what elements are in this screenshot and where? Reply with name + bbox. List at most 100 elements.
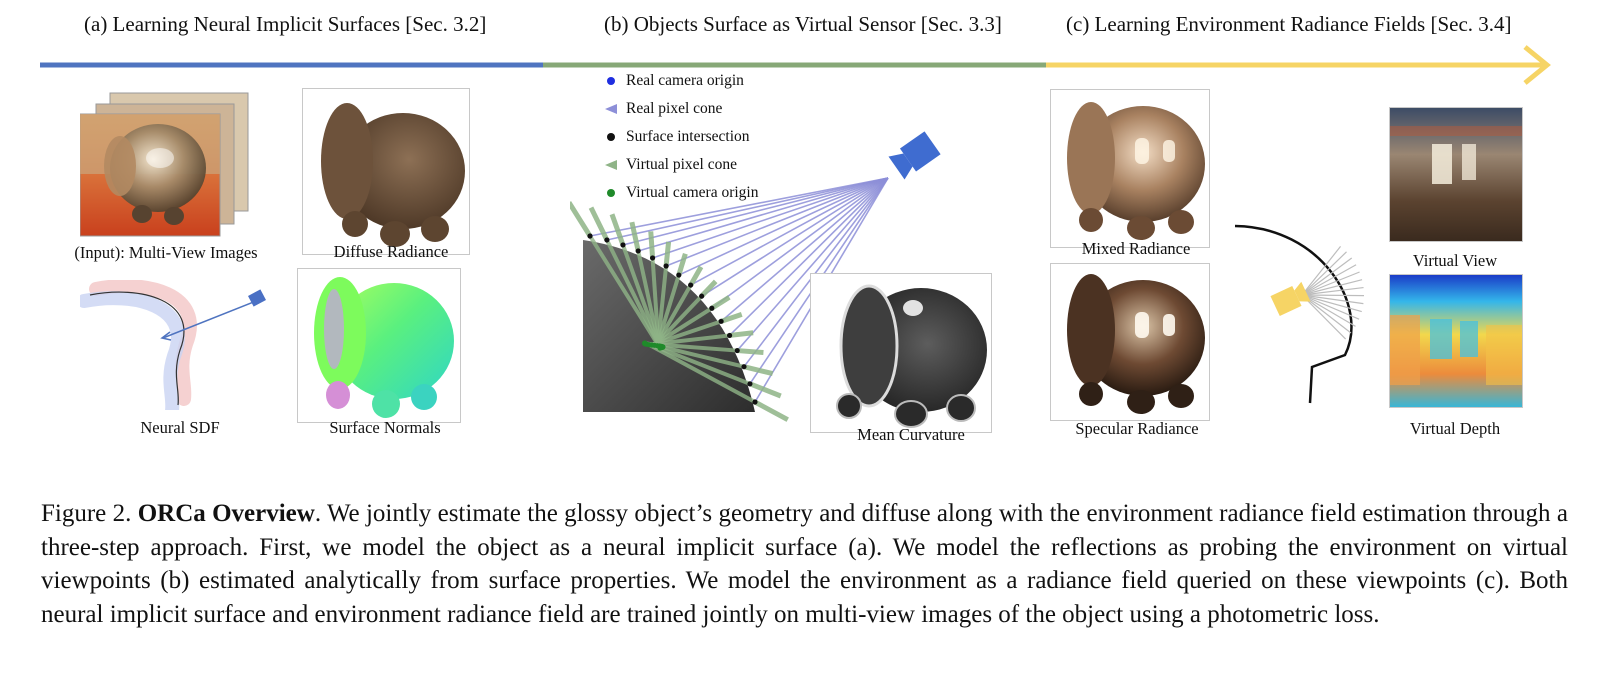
fan-ray	[1301, 279, 1363, 296]
virtual-ray	[729, 330, 754, 338]
intersection-dot	[676, 272, 682, 278]
virtual-ray	[748, 381, 782, 399]
virtual-view-rays	[1301, 246, 1365, 340]
virtual-camera-diagram	[1234, 224, 1365, 404]
legend-item: Real camera origin	[600, 67, 758, 95]
real-ray	[711, 177, 889, 309]
intersection-dot	[699, 293, 705, 299]
virtual-ray-back	[646, 341, 751, 386]
intersection-dot	[718, 318, 724, 324]
intersection-dot	[741, 364, 747, 370]
legend-label: Surface intersection	[626, 128, 750, 145]
mean-curvature-image	[810, 273, 992, 433]
intersection-dot	[649, 255, 656, 261]
virtual-ray	[710, 295, 731, 311]
surface-normals-image	[297, 268, 461, 423]
virtual-ray-back	[588, 234, 662, 350]
real-camera-icon	[888, 131, 941, 180]
caption-prefix: Figure 2.	[41, 500, 138, 527]
legend: Real camera origin Real pixel cone Surfa…	[600, 67, 758, 207]
virtual-ray	[737, 348, 764, 356]
fan-ray	[1301, 264, 1357, 296]
neural-sdf-label: Neural SDF	[140, 418, 220, 437]
mixed-radiance-label: Mixed Radiance	[1081, 239, 1191, 258]
fan-ray	[1301, 294, 1347, 340]
virtual-ray	[663, 241, 672, 267]
real-ray	[729, 177, 889, 337]
legend-item: Virtual camera origin	[600, 179, 758, 207]
legend-item: Surface intersection	[600, 123, 758, 151]
intersection-dot	[688, 282, 694, 288]
fan-ray	[1301, 294, 1362, 313]
mean-curvature-label: Mean Curvature	[857, 425, 965, 444]
legend-label: Virtual camera origin	[626, 184, 759, 201]
section-c-header: (c) Learning Environment Radiance Fields…	[1066, 12, 1512, 36]
virtual-ray	[570, 201, 593, 238]
virtual-ray-back	[651, 319, 722, 347]
camera-icon	[248, 289, 266, 307]
intersection-dot	[635, 248, 641, 254]
specular-radiance-label: Specular Radiance	[1075, 419, 1199, 438]
diffuse-radiance-label: Diffuse Radiance	[333, 242, 449, 261]
virtual-ray	[720, 311, 743, 324]
legend-label: Virtual pixel cone	[626, 156, 737, 173]
multi-view-images	[79, 92, 252, 237]
mixed-radiance-image	[1050, 89, 1210, 248]
fan-ray	[1301, 286, 1364, 296]
real-ray	[690, 177, 889, 286]
pipeline-arrow	[40, 45, 1551, 85]
neural-sdf-diagram	[77, 279, 280, 418]
diffuse-radiance-image	[302, 88, 470, 255]
figure-caption: Figure 2. ORCa Overview. We jointly esti…	[41, 497, 1568, 631]
virtual-ray	[609, 213, 626, 246]
legend-marker-icon	[600, 160, 622, 170]
virtual-ray-back	[650, 333, 730, 347]
surface-normals-label: Surface Normals	[329, 418, 441, 437]
virtual-ray	[699, 279, 718, 298]
fan-ray	[1301, 294, 1360, 320]
intersection-dot	[620, 242, 626, 248]
arrow-head	[1523, 45, 1551, 85]
fan-ray	[1301, 294, 1365, 297]
legend-marker-icon	[600, 188, 622, 198]
virtual-ray	[753, 399, 789, 422]
virtual-ray	[688, 265, 704, 287]
intersection-dot	[734, 347, 740, 354]
section-a-header: (a) Learning Neural Implicit Surfaces [S…	[84, 12, 487, 36]
fan-ray	[1301, 246, 1342, 296]
sdf-ray	[162, 300, 257, 339]
surface-curve	[1234, 224, 1353, 404]
virtual-sensor-diagram	[570, 131, 941, 422]
section-b-header: (b) Objects Surface as Virtual Sensor [S…	[604, 12, 1002, 36]
fan-ray	[1301, 271, 1360, 296]
virtual-ray-back	[605, 239, 662, 349]
intersection-dot	[709, 305, 715, 311]
real-ray	[678, 177, 889, 276]
virtual-ray	[588, 206, 610, 242]
virtual-view-label: Virtual View	[1412, 251, 1498, 270]
virtual-ray	[648, 231, 656, 259]
caption-body: . We jointly estimate the glossy object’…	[41, 500, 1568, 628]
virtual-camera-icon	[1270, 281, 1311, 317]
surface-intersections	[587, 233, 758, 405]
fan-ray	[1301, 251, 1347, 296]
real-pixel-cones	[589, 177, 889, 403]
legend-marker-icon	[600, 104, 622, 114]
real-ray	[622, 177, 889, 246]
virtual-pixel-cones	[570, 201, 789, 422]
intersection-dot	[726, 332, 733, 339]
virtual-ray	[676, 253, 688, 276]
virtual-ray-back	[644, 341, 756, 404]
virtual-ray	[743, 364, 774, 377]
virtual-view-image	[1389, 107, 1523, 242]
real-ray	[652, 177, 889, 259]
legend-marker-icon	[600, 132, 622, 142]
real-ray	[665, 177, 889, 267]
legend-label: Real pixel cone	[626, 100, 723, 117]
intersection-dot	[604, 237, 610, 243]
specular-radiance-image	[1050, 263, 1210, 421]
virtual-ray	[629, 221, 641, 252]
legend-item: Virtual pixel cone	[600, 151, 758, 179]
real-ray	[736, 177, 889, 352]
virtual-origin-dot	[642, 340, 648, 346]
